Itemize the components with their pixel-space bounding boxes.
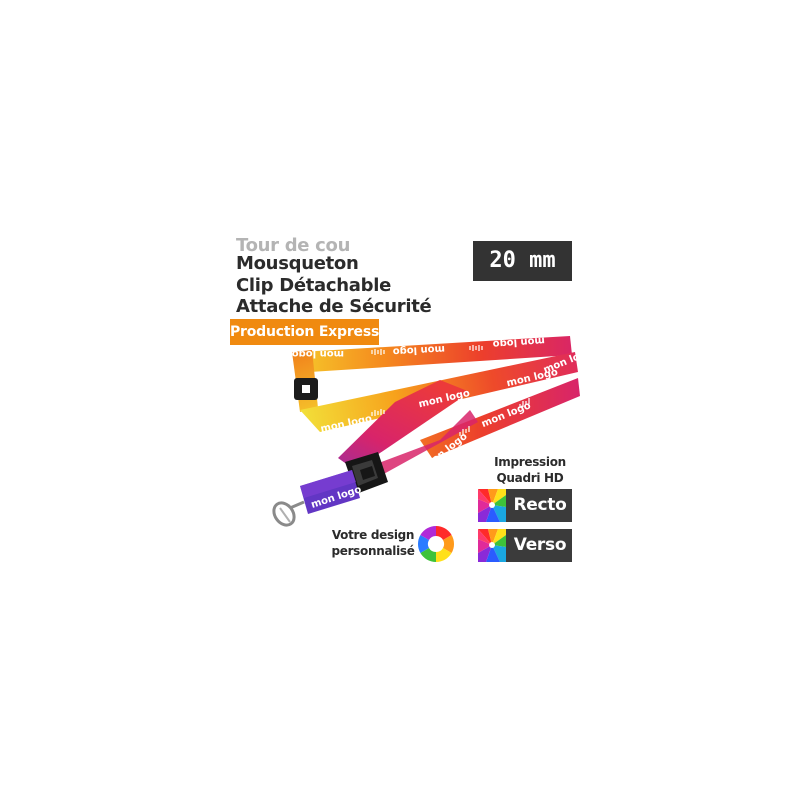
strap-back [300, 336, 572, 372]
strap-print-1: mon logo [292, 348, 344, 359]
spectrum-icon [478, 529, 506, 562]
color-wheel-icon [417, 526, 455, 562]
feature-neck-strap: Tour de cou [236, 235, 351, 256]
feature-carabiner: Mousqueton [236, 253, 359, 274]
spectrum-icon [478, 489, 506, 522]
carabiner-hook-icon [272, 500, 305, 527]
strap-second [420, 378, 580, 458]
feature-safety-clip: Attache de Sécurité [236, 296, 432, 317]
feature-detachable-clip: Clip Détachable [236, 275, 391, 296]
strap-print-3: mon logo [492, 335, 545, 350]
custom-design-label: Votre design personnalisé [331, 528, 415, 558]
impression-label: Impression Quadri HD [494, 455, 566, 485]
strap-wave-marks [371, 345, 530, 436]
recto-label: Recto [513, 495, 567, 515]
strap-width-badge: 20 mm [473, 241, 572, 281]
recto-badge: Recto [478, 489, 572, 522]
strap-print-2: mon logo [392, 343, 445, 357]
express-production-badge: Production Express [230, 319, 379, 345]
strap-drop [338, 380, 470, 470]
verso-label: Verso [513, 535, 567, 555]
verso-badge: Verso [478, 529, 572, 562]
